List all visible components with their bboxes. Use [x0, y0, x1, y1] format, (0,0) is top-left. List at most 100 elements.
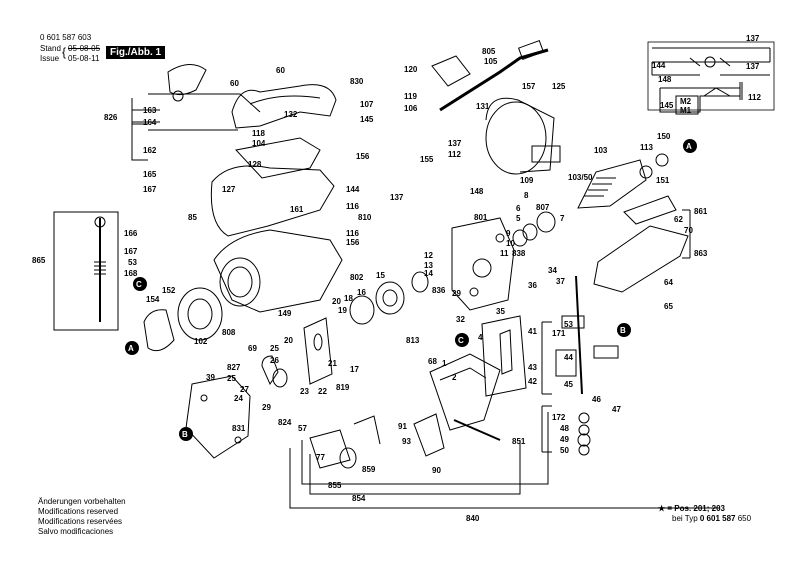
part-label: 64	[664, 278, 673, 287]
part-label: 37	[556, 277, 565, 286]
part-label: 838	[512, 249, 526, 258]
part-label: 43	[528, 363, 537, 372]
footer-note: Salvo modificaciones	[38, 527, 114, 536]
part-label: 25	[270, 344, 279, 353]
part-label: 12	[424, 251, 433, 260]
part-label: 865	[32, 256, 46, 265]
part-label: 20	[284, 336, 293, 345]
part-label: 145	[360, 115, 374, 124]
star-note-suffix: 650	[735, 514, 752, 523]
part-label: 44	[564, 353, 573, 362]
part-label: 172	[552, 413, 566, 422]
part-label: 48	[560, 424, 569, 433]
part-label: 171	[552, 329, 566, 338]
part-label: 9	[506, 229, 511, 238]
stand-date: 05-08-05	[68, 44, 101, 53]
footer-note: Änderungen vorbehalten	[38, 497, 126, 506]
part-label: 125	[552, 82, 566, 91]
part-label: 118	[252, 129, 265, 138]
part-label: 165	[143, 170, 157, 179]
part-label: 25	[227, 374, 236, 383]
part-label: 60	[230, 79, 239, 88]
part-label: 70	[684, 226, 693, 235]
part-label: 29	[262, 403, 271, 412]
part-label: 18	[344, 294, 353, 303]
part-label: 802	[350, 273, 364, 282]
wiring-label: 148	[658, 75, 672, 84]
part-label: 93	[402, 437, 411, 446]
plunger-shaft	[575, 275, 583, 395]
roller-holder	[309, 429, 351, 469]
part-label: 20	[332, 297, 341, 306]
fan-guard	[143, 309, 175, 352]
part-label: 2	[452, 373, 457, 382]
part-label: 851	[512, 437, 526, 446]
wiring-label: 137	[746, 62, 760, 71]
part-label: 109	[520, 176, 534, 185]
plate-20	[303, 317, 333, 385]
guide-43	[481, 315, 527, 397]
part-label: 103	[594, 146, 608, 155]
part-label: 824	[278, 418, 292, 427]
part-label: 1	[442, 359, 447, 368]
part-label: 155	[420, 155, 434, 164]
part-label: 36	[528, 281, 537, 290]
inset-box-865	[53, 211, 119, 331]
part-label: 163	[143, 106, 157, 115]
part-label: 53	[128, 258, 137, 267]
part-label: 104	[252, 139, 266, 148]
callout-B2: B	[620, 326, 626, 335]
part-label: 21	[328, 359, 337, 368]
part-label: 156	[346, 238, 360, 247]
part-label: 168	[124, 269, 138, 278]
wiring-label: 145	[660, 101, 674, 110]
part-label: 26	[270, 356, 279, 365]
part-label: 830	[350, 77, 364, 86]
part-label: 167	[124, 247, 138, 256]
wiring-label: 137	[746, 34, 760, 43]
wiring-label: 112	[748, 93, 761, 102]
part-label: 35	[496, 307, 505, 316]
part-label: 77	[316, 453, 325, 462]
part-label: 105	[484, 57, 498, 66]
part-label: 57	[298, 424, 307, 433]
star-note-prefix: bei Typ	[672, 514, 700, 523]
part-label: 131	[476, 102, 490, 111]
field-coil	[177, 287, 223, 341]
part-label: 47	[612, 405, 621, 414]
part-label: 68	[428, 357, 437, 366]
part-label: 106	[404, 104, 418, 113]
part-label: 137	[390, 193, 404, 202]
part-label: 154	[146, 295, 160, 304]
part-label: 120	[404, 65, 418, 74]
part-label: 15	[376, 271, 385, 280]
part-label: 39	[206, 373, 215, 382]
wiring-label: M2	[680, 97, 692, 106]
part-label: 157	[522, 82, 536, 91]
wiring-label: 144	[652, 61, 666, 70]
stand-label: Stand	[40, 44, 61, 53]
part-label: 29	[452, 289, 461, 298]
part-label: 32	[456, 315, 465, 324]
footer-note: Modifications reserved	[38, 507, 119, 516]
part-label: 805	[482, 47, 496, 56]
motor-cover	[485, 101, 547, 175]
part-label: 42	[528, 377, 537, 386]
part-label: 11	[500, 249, 509, 258]
part-label: 116	[346, 202, 359, 211]
part-label: 16	[357, 288, 366, 297]
part-label: 151	[656, 176, 670, 185]
callout-A: A	[686, 142, 692, 151]
callout-B: B	[182, 430, 188, 439]
callout-C2: C	[458, 336, 464, 345]
part-label: 161	[290, 205, 304, 214]
part-label: 119	[404, 92, 417, 101]
part-label: 53	[564, 320, 573, 329]
part-label: 116	[346, 229, 359, 238]
figure-label: Fig./Abb. 1	[106, 46, 166, 59]
part-label: 162	[143, 146, 157, 155]
leader-lines-826	[131, 98, 160, 161]
part-label: 112	[448, 150, 461, 159]
issue-label: Issue	[40, 54, 60, 63]
footer-note: Modifications reservées	[38, 517, 123, 526]
